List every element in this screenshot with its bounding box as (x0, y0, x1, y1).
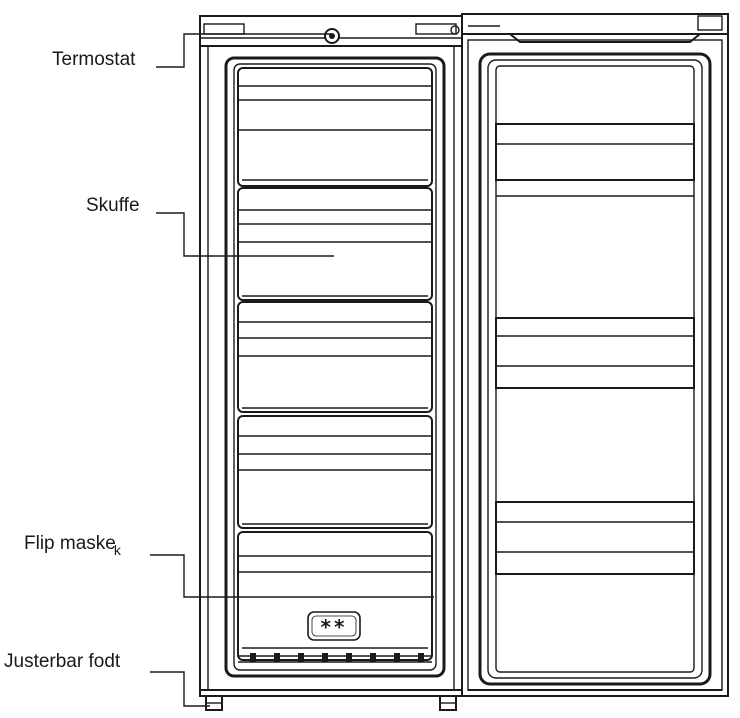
label-drawer-text: Skuffe (86, 195, 140, 216)
freezer-door (461, 13, 729, 697)
label-flap-suffix: k (113, 542, 121, 558)
hinge-cover-left (203, 23, 245, 35)
freezer-cabinet: ** (199, 15, 463, 711)
door-frame (461, 33, 729, 697)
inner-liner (224, 56, 446, 678)
door-shelf-2 (495, 317, 695, 389)
leader-flap (150, 554, 434, 598)
label-thermostat: Termostat (52, 50, 135, 69)
freezer-stars-text: ** (321, 615, 348, 639)
drawer-4[interactable] (237, 415, 433, 529)
leader-thermostat (156, 33, 332, 68)
two-star-freezer-rating-icon: ** (307, 611, 361, 641)
leader-drawer (156, 212, 334, 257)
door-hinge-pin-icon (450, 25, 460, 35)
label-flap: Flip maskek (24, 533, 121, 557)
drawer-1[interactable] (237, 67, 433, 187)
thermostat-knob-icon[interactable] (324, 28, 340, 44)
cabinet-body (199, 45, 463, 697)
door-gasket (478, 52, 712, 686)
label-flap-text: Flip maske (24, 533, 116, 554)
label-drawer: Skuffe (86, 196, 140, 215)
leader-lines (150, 33, 434, 707)
drawer-3[interactable] (237, 301, 433, 413)
door-shelf-3 (495, 501, 695, 575)
label-foot: Justerbar fodt (4, 652, 120, 671)
hinge-cover-right (415, 23, 457, 35)
bottom-grille (238, 653, 432, 663)
label-thermostat-text: Termostat (52, 49, 136, 70)
label-foot-text: Justerbar fodt (4, 651, 121, 672)
door-shelf-1 (495, 123, 695, 197)
drawer-2[interactable] (237, 187, 433, 301)
door-top (461, 13, 729, 43)
flip-flap[interactable] (237, 531, 433, 661)
door-hinge-icon (697, 15, 723, 31)
leader-foot (150, 671, 210, 707)
